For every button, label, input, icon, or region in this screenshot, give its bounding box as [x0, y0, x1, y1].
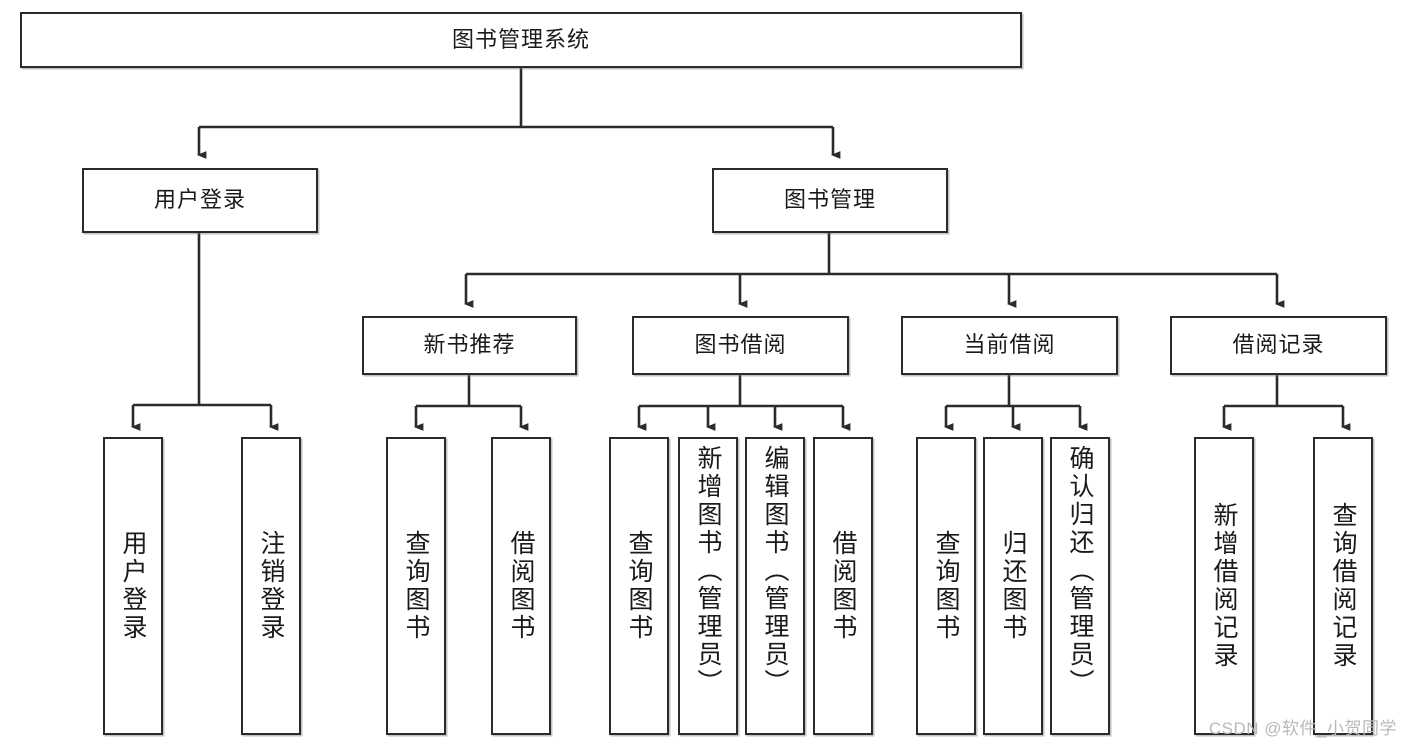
leaf-add-book-label: 新增图书（管理员）	[694, 445, 722, 697]
leaf-query-book-1[interactable]: 查询图书	[386, 437, 446, 735]
leaf-confirm-return[interactable]: 确认归还（管理员）	[1050, 437, 1110, 735]
leaf-query-record[interactable]: 查询借阅记录	[1313, 437, 1373, 735]
leaf-add-record[interactable]: 新增借阅记录	[1194, 437, 1254, 735]
node-book-manage-label: 图书管理	[783, 187, 876, 213]
node-user-login[interactable]: 用户登录	[82, 168, 318, 233]
node-root[interactable]: 图书管理系统	[20, 12, 1022, 68]
leaf-edit-book-label: 编辑图书（管理员）	[761, 445, 789, 697]
leaf-edit-book[interactable]: 编辑图书（管理员）	[745, 437, 805, 735]
leaf-return-book[interactable]: 归还图书	[983, 437, 1043, 735]
leaf-query-book-2-label: 查询图书	[625, 530, 653, 642]
node-new-book-rec[interactable]: 新书推荐	[362, 316, 577, 375]
leaf-borrow-book-1-label: 借阅图书	[507, 530, 535, 642]
leaf-query-book-2[interactable]: 查询图书	[609, 437, 669, 735]
leaf-return-book-label: 归还图书	[999, 530, 1027, 642]
node-current-borrow[interactable]: 当前借阅	[901, 316, 1118, 375]
node-root-label: 图书管理系统	[451, 26, 590, 52]
leaf-user-login[interactable]: 用户登录	[103, 437, 163, 735]
node-current-borrow-label: 当前借阅	[963, 332, 1056, 358]
node-new-book-rec-label: 新书推荐	[423, 332, 516, 358]
leaf-query-book-1-label: 查询图书	[402, 530, 430, 642]
leaf-user-logout-label: 注销登录	[257, 530, 285, 642]
node-borrow-record[interactable]: 借阅记录	[1170, 316, 1387, 375]
leaf-add-record-label: 新增借阅记录	[1210, 502, 1238, 670]
leaf-add-book[interactable]: 新增图书（管理员）	[678, 437, 738, 735]
leaf-query-record-label: 查询借阅记录	[1329, 502, 1357, 670]
leaf-user-login-label: 用户登录	[119, 530, 147, 642]
node-borrow-record-label: 借阅记录	[1232, 332, 1325, 358]
leaf-confirm-return-label: 确认归还（管理员）	[1066, 445, 1094, 697]
leaf-borrow-book-1[interactable]: 借阅图书	[491, 437, 551, 735]
node-book-manage[interactable]: 图书管理	[712, 168, 948, 233]
leaf-borrow-book-2-label: 借阅图书	[829, 530, 857, 642]
node-book-borrow-label: 图书借阅	[694, 332, 787, 358]
leaf-query-book-3[interactable]: 查询图书	[916, 437, 976, 735]
leaf-user-logout[interactable]: 注销登录	[241, 437, 301, 735]
leaf-borrow-book-2[interactable]: 借阅图书	[813, 437, 873, 735]
node-book-borrow[interactable]: 图书借阅	[632, 316, 849, 375]
leaf-query-book-3-label: 查询图书	[932, 530, 960, 642]
node-user-login-label: 用户登录	[153, 187, 246, 213]
